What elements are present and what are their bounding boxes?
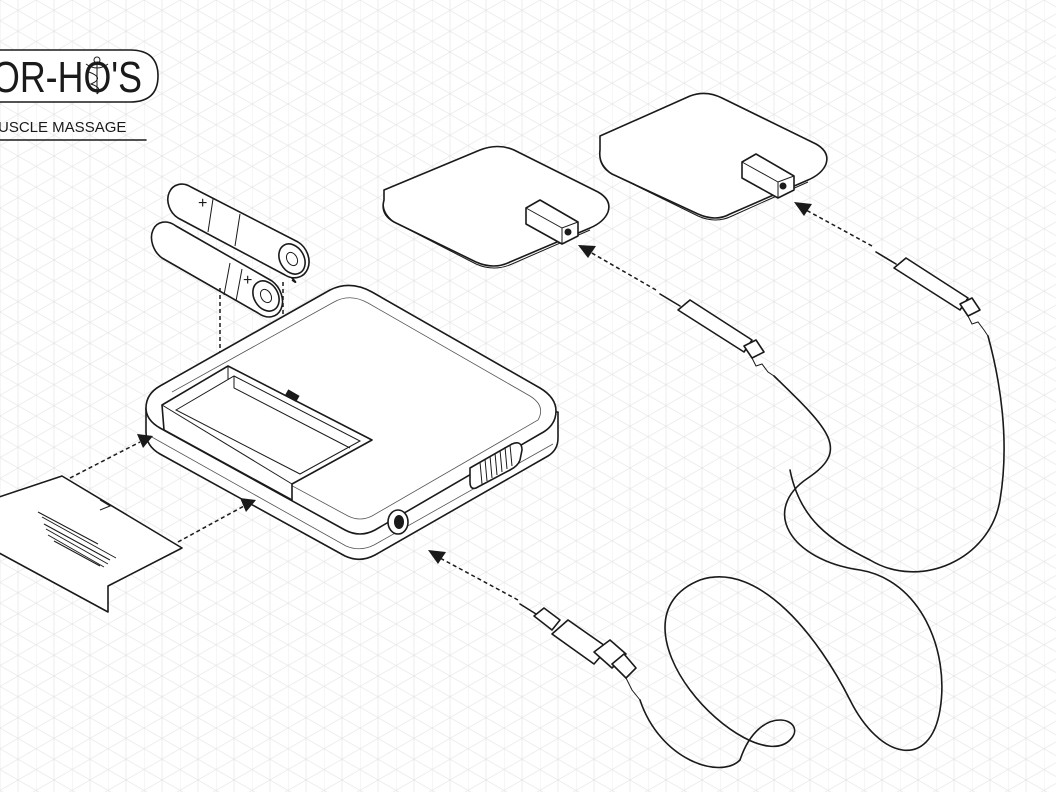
instruction-sheet-icon [0,475,183,613]
electrode-pad-icon [382,145,610,269]
lead-connector-2 [875,251,989,337]
massager-device [145,284,559,561]
cable-2 [789,335,1005,573]
brand-logo: OR-HO'S USCLE MASSAGE [0,49,159,141]
caduceus-icon [85,56,109,95]
battery-plus-sign-front: + [243,272,252,289]
cable-1 [639,375,943,769]
lead-2-arrow-line [805,209,873,247]
intensity-dial[interactable] [469,442,523,490]
lead-1-arrowhead [578,245,596,258]
audio-plug [519,603,641,701]
brand-name: OR-HO'S [0,53,142,102]
battery-front: + [150,221,284,318]
electrode-pad-icon-2 [598,92,828,221]
audio-jack-port[interactable] [387,509,409,535]
plug-arrow-line [439,557,519,601]
lead-2-arrowhead [794,202,812,216]
brand-tagline: USCLE MASSAGE [0,119,126,136]
battery-back: + [167,183,310,284]
sheet-insert-arrows [69,434,256,543]
lead-1-arrow-line [589,251,657,291]
battery-plus-sign: + [198,195,207,212]
lead-connector-1 [659,293,775,377]
plug-arrowhead [428,550,446,564]
